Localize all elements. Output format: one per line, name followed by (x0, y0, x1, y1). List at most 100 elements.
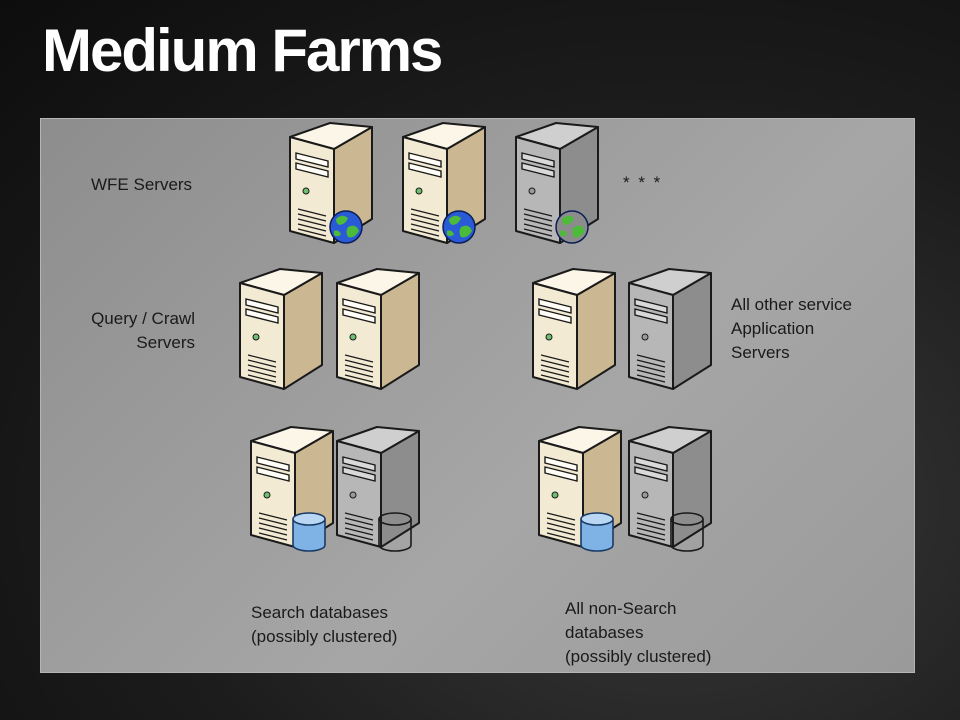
server-icon (250, 426, 334, 552)
vent-line (344, 369, 374, 378)
globe-icon (555, 210, 589, 244)
drive-slot (544, 456, 578, 472)
vent-line (247, 364, 277, 373)
drive-slot (634, 298, 668, 314)
vent-line (540, 369, 570, 378)
vent-line (344, 527, 374, 536)
vent-line (410, 218, 440, 227)
drive-slot (521, 152, 555, 168)
drive-slot (295, 162, 329, 178)
vent-line (410, 208, 440, 217)
nonsearch-databases-label: All non-Search databases (possibly clust… (565, 597, 711, 669)
other-service-label: All other service Application Servers (731, 293, 852, 365)
query-crawl-label-line1: Query / Crawl (91, 309, 195, 328)
server-icon (628, 426, 712, 552)
server-icon (289, 122, 373, 244)
database-icon (670, 512, 704, 552)
vent-line (523, 223, 553, 232)
vent-line (546, 527, 576, 536)
drive-slot (245, 298, 279, 314)
other-service-label-line2: Application (731, 319, 815, 338)
more-servers-label: * * * (623, 173, 663, 192)
server-body (402, 122, 486, 244)
power-led (349, 333, 357, 341)
power-led (349, 491, 357, 499)
other-service-label-line1: All other service (731, 295, 852, 314)
power-led (415, 187, 423, 195)
server-icon (336, 268, 420, 390)
drive-slot (245, 308, 279, 324)
vent-line (523, 228, 553, 237)
vent-line (540, 374, 570, 383)
drive-slot (342, 298, 376, 314)
power-led (551, 491, 559, 499)
globe-icon (442, 210, 476, 244)
search-databases-label-line1: Search databases (251, 603, 389, 622)
server-body (532, 268, 616, 390)
server-icon (515, 122, 599, 244)
vent-line (247, 369, 277, 378)
vent-line (258, 512, 288, 521)
database-icon (378, 512, 412, 552)
vent-line (546, 522, 576, 531)
slide-title: Medium Farms (42, 17, 443, 84)
vent-line (247, 359, 277, 368)
diagram-panel: WFE Servers * * * Query / Crawl Servers … (40, 118, 915, 673)
vent-line (540, 359, 570, 368)
vent-line (344, 364, 374, 373)
vent-line (297, 213, 327, 222)
vent-line (540, 354, 570, 363)
vent-line (636, 532, 666, 541)
vent-line (344, 354, 374, 363)
vent-line (546, 532, 576, 541)
vent-line (297, 208, 327, 217)
power-led (528, 187, 536, 195)
drive-slot (634, 308, 668, 324)
power-led (263, 491, 271, 499)
power-led (641, 333, 649, 341)
power-led (252, 333, 260, 341)
vent-line (636, 364, 666, 373)
vent-line (636, 517, 666, 526)
drive-slot (342, 466, 376, 482)
drive-slot (295, 152, 329, 168)
database-icon (580, 512, 614, 552)
vent-line (636, 522, 666, 531)
nonsearch-databases-label-line2: databases (565, 623, 644, 642)
vent-line (247, 374, 277, 383)
server-icon (628, 268, 712, 390)
vent-line (297, 218, 327, 227)
vent-line (410, 223, 440, 232)
drive-slot (342, 456, 376, 472)
drive-slot (256, 466, 290, 482)
power-led (302, 187, 310, 195)
server-icon (336, 426, 420, 552)
server-body (628, 426, 712, 548)
vent-line (297, 223, 327, 232)
server-body (628, 268, 712, 390)
wfe-servers-label: WFE Servers (91, 175, 193, 194)
drive-slot (408, 162, 442, 178)
vent-line (523, 218, 553, 227)
power-led (641, 491, 649, 499)
vent-line (258, 527, 288, 536)
vent-line (523, 208, 553, 217)
query-crawl-label-line2: Servers (136, 333, 195, 352)
database-icon (292, 512, 326, 552)
vent-line (344, 532, 374, 541)
vent-line (410, 228, 440, 237)
globe-icon (329, 210, 363, 244)
server-icon (402, 122, 486, 244)
vent-line (540, 364, 570, 373)
vent-line (344, 512, 374, 521)
search-databases-label-line2: (possibly clustered) (251, 627, 398, 646)
vent-line (258, 522, 288, 531)
vent-line (258, 517, 288, 526)
vent-line (636, 354, 666, 363)
drive-slot (538, 308, 572, 324)
vent-line (344, 374, 374, 383)
vent-line (546, 517, 576, 526)
vent-line (636, 359, 666, 368)
drive-slot (256, 456, 290, 472)
query-crawl-label: Query / Crawl Servers (79, 307, 195, 355)
